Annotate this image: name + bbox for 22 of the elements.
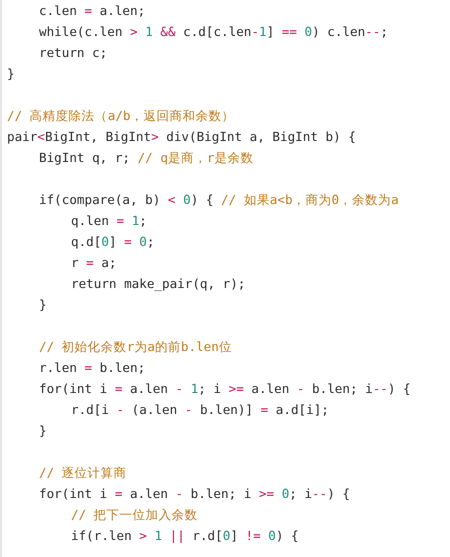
code-line: for(int i = a.len - b.len; i >= 0; i--) { bbox=[39, 485, 350, 503]
code-line: pair<BigInt, BigInt> div(BigInt a, BigInt b) { bbox=[7, 128, 356, 146]
code-line: } bbox=[39, 296, 47, 314]
code-comment: // 初始化余数r为a的前b.len位 bbox=[39, 338, 232, 356]
code-line: r = a; bbox=[71, 254, 117, 272]
code-line: } bbox=[39, 422, 47, 440]
code-line: return c; bbox=[39, 44, 108, 62]
code-line: q.len = 1; bbox=[71, 212, 147, 230]
code-comment: // 逐位计算商 bbox=[39, 464, 127, 482]
code-line: r.len = b.len; bbox=[39, 359, 146, 377]
code-line: r.d[i - (a.len - b.len)] = a.d[i]; bbox=[71, 401, 329, 419]
code-line: if(r.len > 1 || r.d[0] != 0) { bbox=[71, 527, 299, 545]
code-line: if(compare(a, b) < 0) { // 如果a<b，商为0，余数为a bbox=[39, 191, 399, 209]
code-line: while(c.len > 1 && c.d[c.len-1] == 0) c.len--; bbox=[39, 23, 388, 41]
code-line: return make_pair(q, r); bbox=[71, 275, 246, 293]
code-comment: // 高精度除法（a/b，返回商和余数） bbox=[7, 107, 234, 125]
code-comment: // 把下一位加入余数 bbox=[71, 506, 198, 524]
code-line: q.d[0] = 0; bbox=[71, 233, 154, 251]
code-line: } bbox=[7, 65, 15, 83]
code-line: BigInt q, r; // q是商，r是余数 bbox=[39, 149, 254, 167]
code-line: c.len = a.len; bbox=[39, 2, 146, 20]
code-line: for(int i = a.len - 1; i >= a.len - b.len; i--) { bbox=[39, 380, 411, 398]
